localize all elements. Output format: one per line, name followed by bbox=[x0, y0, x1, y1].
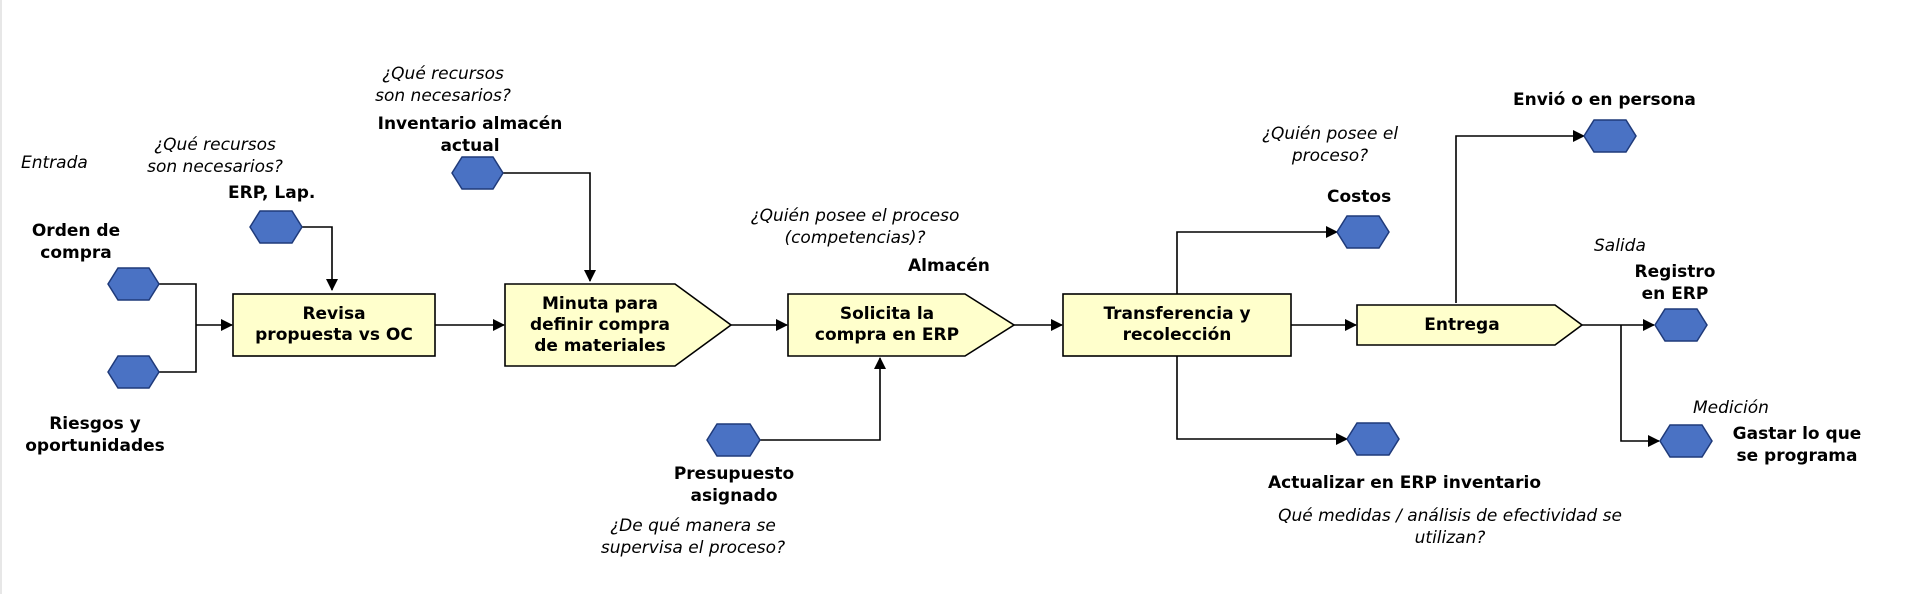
connector-erp-to-revisa bbox=[302, 226, 338, 291]
label-gastar-line1: Gastar lo que bbox=[1732, 424, 1862, 444]
label-orden-line1: Orden de bbox=[31, 221, 121, 241]
process-minuta-line1: Minuta para bbox=[542, 293, 658, 314]
label-envio: Envió o en persona bbox=[1513, 90, 1696, 110]
hex-costos-icon bbox=[1336, 215, 1390, 249]
label-riesgos: Riesgos y oportunidades bbox=[15, 413, 175, 457]
process-minuta-line2: definir compra bbox=[529, 314, 671, 335]
connector-transferencia-to-costos bbox=[1176, 226, 1338, 294]
hex-gastar-icon bbox=[1659, 424, 1713, 458]
label-question-recursos-2: ¿Qué recursos son necesarios? bbox=[363, 63, 523, 107]
label-inventario-line1: Inventario almacén bbox=[377, 114, 563, 134]
label-inventario-line2: actual bbox=[440, 136, 500, 156]
hex-presupuesto-icon bbox=[706, 423, 761, 457]
connector-transferencia-to-actualizar bbox=[1176, 356, 1348, 445]
process-entrega-line1: Entrega bbox=[1424, 314, 1500, 335]
label-question-recursos-1-line1: ¿Qué recursos bbox=[154, 135, 276, 155]
connector-inputs-bracket bbox=[159, 283, 197, 373]
label-orden-line2: compra bbox=[40, 243, 112, 263]
process-transferencia-line1: Transferencia y bbox=[1103, 304, 1251, 324]
connector-entrega-to-gastar bbox=[1620, 325, 1660, 447]
process-solicita-line1: Solicita la bbox=[839, 304, 935, 324]
process-minuta-line3: de materiales bbox=[534, 335, 666, 356]
hex-envio-icon bbox=[1583, 119, 1637, 153]
label-riesgos-line2: oportunidades bbox=[25, 436, 165, 456]
label-registro-line2: en ERP bbox=[1641, 284, 1709, 304]
label-question-manera-line1: ¿De qué manera se bbox=[610, 516, 776, 536]
label-question-recursos-2-line2: son necesarios? bbox=[375, 86, 511, 106]
connector-presupuesto-to-solicita bbox=[760, 357, 886, 441]
process-entrega-label: Entrega bbox=[1357, 305, 1567, 345]
process-transferencia bbox=[1062, 293, 1292, 357]
process-solicita-line2: compra en ERP bbox=[814, 325, 960, 345]
process-revisa bbox=[232, 293, 436, 357]
process-revisa-line1: Revisa bbox=[302, 304, 366, 324]
label-gastar-line2: se programa bbox=[1736, 446, 1858, 466]
label-registro-line1: Registro bbox=[1634, 262, 1716, 282]
process-minuta bbox=[504, 283, 733, 367]
label-inventario: Inventario almacén actual bbox=[360, 113, 580, 157]
label-almacen: Almacén bbox=[908, 256, 990, 276]
label-question-manera-line2: supervisa el proceso? bbox=[600, 538, 786, 558]
hex-riesgos-icon bbox=[107, 355, 160, 389]
process-revisa-line2: propuesta vs OC bbox=[255, 325, 413, 345]
label-question-quien-1-line2: (competencias)? bbox=[784, 228, 926, 248]
label-question-recursos-1: ¿Qué recursos son necesarios? bbox=[135, 134, 295, 178]
label-question-manera: ¿De qué manera se supervisa el proceso? bbox=[583, 515, 803, 559]
label-erp-lap: ERP, Lap. bbox=[228, 183, 316, 203]
label-question-quien-2-line1: ¿Quién posee el bbox=[1261, 124, 1399, 144]
hex-actualizar-icon bbox=[1346, 422, 1400, 456]
label-question-quien-1-line1: ¿Quién posee el proceso bbox=[750, 206, 960, 226]
label-entrada: Entrada bbox=[21, 153, 88, 173]
label-question-recursos-1-line2: son necesarios? bbox=[147, 157, 283, 177]
hex-erp-lap-icon bbox=[249, 210, 303, 244]
label-salida: Salida bbox=[1594, 236, 1646, 256]
hex-orden-compra-icon bbox=[107, 267, 160, 301]
label-gastar: Gastar lo que se programa bbox=[1722, 423, 1872, 467]
label-question-medidas-line1: Qué medidas / análisis de efectividad se bbox=[1278, 506, 1622, 526]
label-registro: Registro en ERP bbox=[1625, 261, 1725, 305]
label-question-quien-1: ¿Quién posee el proceso (competencias)? bbox=[735, 205, 975, 249]
label-question-quien-2: ¿Quién posee el proceso? bbox=[1245, 123, 1415, 167]
label-orden-compra: Orden de compra bbox=[20, 220, 132, 264]
process-solicita bbox=[787, 293, 1016, 357]
label-question-recursos-2-line1: ¿Qué recursos bbox=[382, 64, 504, 84]
label-riesgos-line1: Riesgos y bbox=[49, 414, 141, 434]
hex-registro-icon bbox=[1654, 308, 1708, 342]
process-entrega bbox=[1356, 304, 1584, 346]
label-actualizar: Actualizar en ERP inventario bbox=[1268, 473, 1542, 493]
connector-inventario-to-minuta bbox=[503, 172, 596, 282]
label-medicion: Medición bbox=[1693, 398, 1769, 418]
label-presupuesto-line1: Presupuesto bbox=[673, 464, 795, 484]
process-transferencia-line2: recolección bbox=[1122, 325, 1232, 345]
label-question-medidas-line2: utilizan? bbox=[1414, 528, 1486, 548]
label-question-medidas: Qué medidas / análisis de efectividad se… bbox=[1270, 505, 1630, 549]
hex-inventario-icon bbox=[451, 156, 504, 190]
label-presupuesto: Presupuesto asignado bbox=[664, 463, 804, 507]
label-presupuesto-line2: asignado bbox=[690, 486, 778, 506]
label-costos: Costos bbox=[1327, 187, 1392, 207]
label-question-quien-2-line2: proceso? bbox=[1291, 146, 1369, 166]
connector-entrega-to-envio bbox=[1455, 130, 1585, 303]
